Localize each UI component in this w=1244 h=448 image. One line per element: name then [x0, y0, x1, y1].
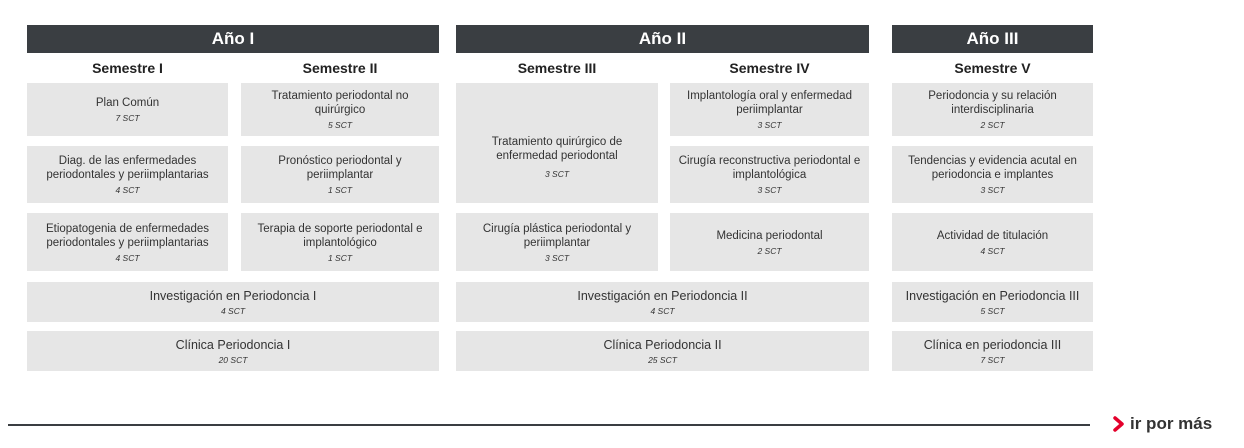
- course-credits: 7 SCT: [115, 113, 140, 123]
- annual-course-card[interactable]: Clínica en periodoncia III 7 SCT: [892, 331, 1093, 371]
- year-label: Año II: [638, 29, 687, 48]
- course-name: Cirugía reconstructiva periodontal e imp…: [678, 155, 861, 181]
- semester-header-4: Semestre IV: [729, 60, 810, 76]
- course-name: Investigación en Periodoncia II: [577, 288, 748, 303]
- year-header-1: Año I: [27, 25, 439, 53]
- course-credits: 3 SCT: [757, 185, 782, 195]
- course-name: Plan Común: [95, 97, 160, 109]
- course-credits: 3 SCT: [757, 120, 782, 130]
- course-credits: 4 SCT: [115, 252, 140, 263]
- course-name: Investigación en Periodoncia III: [905, 288, 1080, 303]
- course-name: Etiopatogenia de enfermedades periodonta…: [45, 222, 210, 249]
- course-credits: 2 SCT: [757, 245, 782, 256]
- course-name: Tratamiento quirúrgico de enfermedad per…: [491, 136, 623, 162]
- course-credits: 3 SCT: [544, 252, 570, 263]
- course-credits: 3 SCT: [980, 185, 1005, 195]
- more-link-label: ir por más: [1130, 414, 1213, 433]
- course-card[interactable]: Terapia de soporte periodontal e implant…: [241, 213, 439, 271]
- year-header-3: Año III: [892, 25, 1093, 53]
- year-header-2: Año II: [456, 25, 869, 53]
- annual-course-card[interactable]: Clínica Periodoncia I 20 SCT: [27, 331, 439, 371]
- course-card[interactable]: Diag. de las enfermedades periodontales …: [27, 146, 228, 203]
- course-name: Cirugía plástica periodontal y periimpla…: [482, 222, 632, 249]
- course-card[interactable]: Medicina periodontal 2 SCT: [670, 213, 869, 271]
- course-card[interactable]: Actividad de titulación 4 SCT: [892, 213, 1093, 271]
- annual-course-card[interactable]: Investigación en Periodoncia I 4 SCT: [27, 282, 439, 322]
- course-name: Pronóstico periodontal y periimplantar: [278, 155, 402, 181]
- course-credits: 5 SCT: [980, 305, 1005, 316]
- course-card[interactable]: Tratamiento quirúrgico de enfermedad per…: [456, 83, 658, 203]
- course-card[interactable]: Tratamiento periodontal no quirúrgico 5 …: [241, 83, 439, 136]
- course-credits: 25 SCT: [648, 354, 677, 365]
- course-credits: 2 SCT: [980, 120, 1005, 130]
- course-card[interactable]: Cirugía plástica periodontal y periimpla…: [456, 213, 658, 271]
- course-card[interactable]: Implantología oral y enfermedad periimpl…: [670, 83, 869, 136]
- course-name: Terapia de soporte periodontal e implant…: [257, 222, 423, 249]
- course-credits: 1 SCT: [327, 252, 353, 263]
- year-label: Año I: [211, 29, 255, 48]
- course-name: Investigación en Periodoncia I: [149, 288, 317, 303]
- annual-course-card[interactable]: Investigación en Periodoncia II 4 SCT: [456, 282, 869, 322]
- course-credits: 7 SCT: [980, 354, 1005, 365]
- annual-course-card[interactable]: Investigación en Periodoncia III 5 SCT: [892, 282, 1093, 322]
- semester-header-3: Semestre III: [517, 60, 597, 76]
- course-credits: 1 SCT: [327, 185, 353, 195]
- course-name: Clínica Periodoncia I: [175, 337, 291, 352]
- course-name: Periodoncia y su relación interdisciplin…: [928, 90, 1057, 116]
- course-name: Tratamiento periodontal no quirúrgico: [271, 90, 409, 116]
- course-card[interactable]: Tendencias y evidencia acutal en periodo…: [892, 146, 1093, 203]
- semester-header-1: Semestre I: [92, 60, 163, 76]
- course-credits: 4 SCT: [650, 305, 675, 316]
- course-card[interactable]: Cirugía reconstructiva periodontal e imp…: [670, 146, 869, 203]
- course-credits: 5 SCT: [327, 120, 353, 130]
- annual-course-card[interactable]: Clínica Periodoncia II 25 SCT: [456, 331, 869, 371]
- course-card[interactable]: Periodoncia y su relación interdisciplin…: [892, 83, 1093, 136]
- course-credits: 4 SCT: [115, 185, 140, 195]
- year-label: Año III: [966, 29, 1019, 48]
- course-name: Clínica en periodoncia III: [923, 337, 1062, 352]
- course-name: Diag. de las enfermedades periodontales …: [46, 155, 209, 181]
- course-name: Implantología oral y enfermedad periimpl…: [687, 90, 852, 116]
- course-card[interactable]: Etiopatogenia de enfermedades periodonta…: [27, 213, 228, 271]
- course-card[interactable]: Pronóstico periodontal y periimplantar 1…: [241, 146, 439, 203]
- course-credits: 20 SCT: [218, 354, 248, 365]
- footer-divider: [8, 424, 1090, 426]
- course-credits: 4 SCT: [980, 245, 1005, 256]
- semester-header-2: Semestre II: [302, 60, 378, 76]
- course-credits: 3 SCT: [544, 169, 570, 179]
- more-link[interactable]: ir por más: [1112, 413, 1212, 435]
- course-name: Clínica Periodoncia II: [603, 337, 722, 352]
- course-name: Tendencias y evidencia acutal en periodo…: [908, 155, 1077, 181]
- course-credits: 4 SCT: [220, 305, 246, 316]
- course-name: Actividad de titulación: [936, 229, 1049, 242]
- chevron-right-icon: [1113, 416, 1124, 432]
- course-card[interactable]: Plan Común 7 SCT: [27, 83, 228, 136]
- course-name: Medicina periodontal: [716, 229, 823, 242]
- semester-header-5: Semestre V: [954, 60, 1031, 76]
